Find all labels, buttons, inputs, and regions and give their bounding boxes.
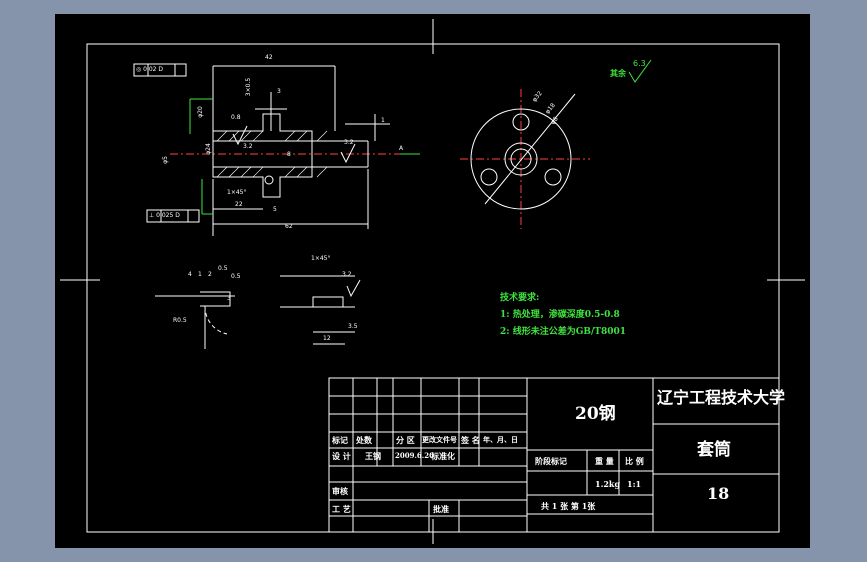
part-name: 套筒	[697, 440, 731, 460]
weight-value: 1.2kg	[595, 479, 621, 489]
hdr-count: 处数	[356, 435, 372, 445]
approve-label: 批准	[433, 504, 449, 514]
check-label: 审核	[332, 486, 348, 496]
drawing-lines	[60, 19, 805, 544]
design-label: 设 计	[332, 451, 351, 461]
dim-3-2a: 3.2	[344, 139, 354, 146]
design-date: 2009.6.20	[395, 451, 434, 460]
tech-req-item: 2: 线形未注公差为GB/T8001	[500, 327, 627, 337]
drawing-sheet: 20钢 辽宁工程技术大学 套筒 18 标记 处数 分 区 更改文件号 签 名 年…	[55, 14, 810, 548]
dim-12: 12	[323, 335, 331, 342]
dim-phi5: φ5	[161, 156, 169, 164]
dim-8: 8	[287, 151, 291, 158]
dim-22: 22	[235, 201, 243, 208]
roughness-symbol	[628, 59, 652, 83]
dim-3-2b: 3.2	[243, 143, 253, 150]
material-label: 20钢	[575, 404, 616, 424]
roughness-value: 6.3	[633, 59, 646, 68]
hdr-sign: 签 名	[461, 435, 480, 445]
weight-label: 重 量	[595, 456, 614, 466]
hdr-zone: 分 区	[396, 435, 415, 445]
end-view	[460, 89, 590, 229]
roughness-label: 其余	[610, 68, 626, 78]
designer-name: 王钢	[365, 451, 381, 461]
dim-62: 62	[285, 223, 293, 230]
drawing-number: 18	[707, 484, 730, 503]
detail-view-1	[155, 291, 235, 349]
dim-3x0-5: 3×0.5	[245, 77, 253, 97]
hdr-date: 年、月、日	[483, 435, 518, 444]
title-block	[328, 377, 780, 533]
school-name: 辽宁工程技术大学	[657, 388, 786, 407]
dim-4: 4	[188, 271, 192, 278]
tolerance-frame-2: ⊥ 0.025 D	[149, 212, 180, 219]
dim-r0-5: R0.5	[173, 317, 187, 324]
std-label: 标准化	[431, 451, 455, 461]
dim-42: 42	[265, 54, 273, 61]
dim-3b: 3	[227, 295, 231, 302]
chamfer-2: 1×45°	[311, 255, 331, 262]
hdr-docno: 更改文件号	[422, 435, 457, 444]
dim-3-5: 3.5	[348, 323, 358, 330]
dim-5: 5	[273, 206, 277, 213]
dim-phi20: φ20	[196, 106, 204, 118]
dim-1: 1	[381, 117, 385, 124]
dim-0-5b: 0.5	[231, 273, 241, 280]
detail-view-2	[280, 275, 361, 345]
dim-phi24: φ24	[204, 143, 212, 155]
hdr-mark: 标记	[332, 435, 348, 445]
tolerance-frame-1: ◎ 0.02 D	[136, 66, 164, 73]
sheet-count: 共 1 张 第 1张	[541, 501, 596, 511]
scale-value: 1:1	[627, 479, 642, 489]
dim-3: 3	[277, 88, 281, 95]
section-view	[133, 63, 420, 236]
tech-req-item: 1: 热处理，渗碳深度0.5-0.8	[500, 310, 620, 320]
dim-1b: 1	[198, 271, 202, 278]
section-marker-a: A	[399, 145, 404, 152]
scale-label: 比 例	[625, 456, 644, 466]
dim-0-5a: 0.5	[218, 265, 228, 272]
dim-2: 2	[208, 271, 212, 278]
tech-req-title: 技术要求:	[500, 293, 540, 303]
dim-3-2c: 3.2	[342, 271, 352, 278]
process-label: 工 艺	[332, 504, 351, 514]
dim-0-8: 0.8	[231, 114, 241, 121]
chamfer-1: 1×45°	[227, 189, 247, 196]
stage-label: 阶段标记	[535, 456, 567, 466]
